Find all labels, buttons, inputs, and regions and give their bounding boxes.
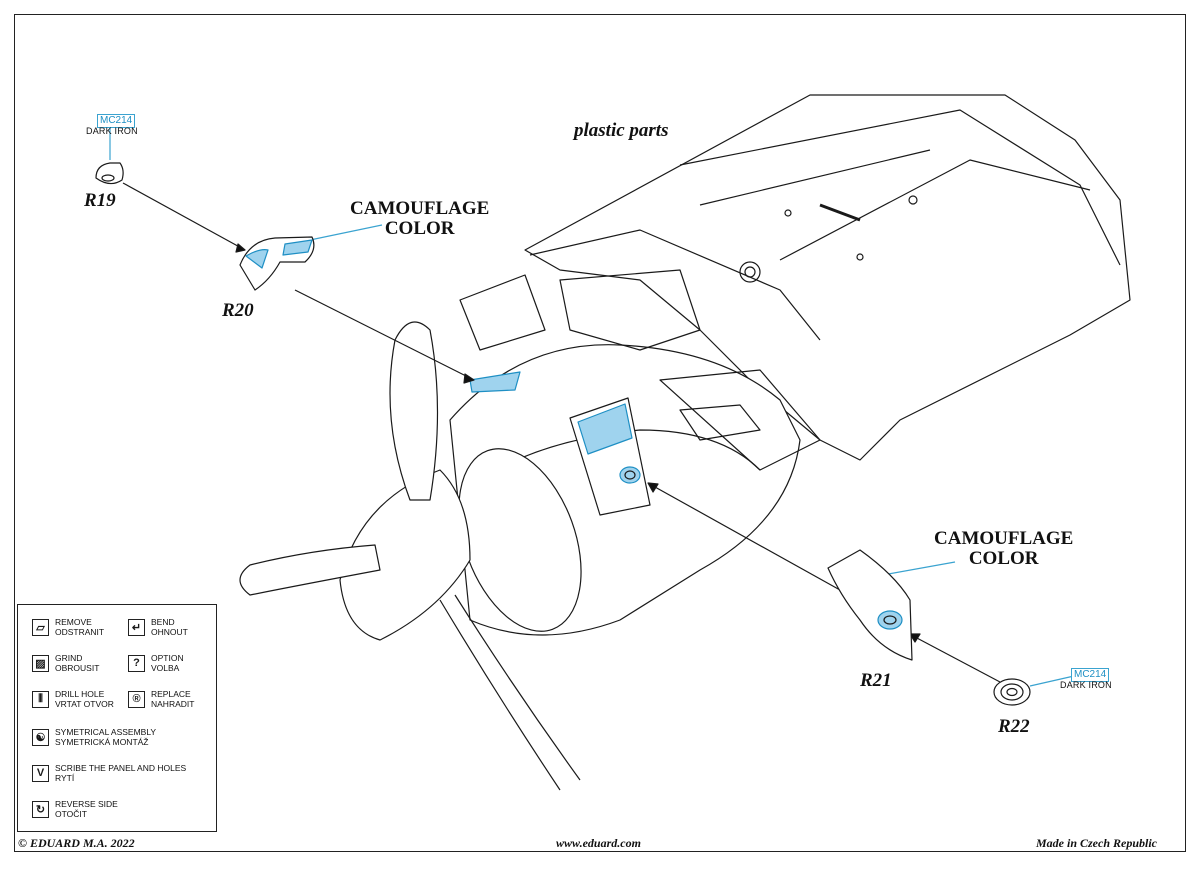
reverse-side-icon: ↻ (32, 800, 49, 818)
legend-label: OPTION (151, 653, 184, 663)
legend-label: VRTAT OTVOR (55, 699, 114, 709)
scribe-icon: V (32, 764, 49, 782)
grind-icon: ▨ (32, 654, 49, 672)
origin-text: Made in Czech Republic (1036, 836, 1158, 850)
paint-code-box: MC214 (1071, 668, 1110, 682)
sheet-frame (14, 14, 1186, 852)
paint-code-box: MC214 (97, 114, 136, 128)
legend-label: BEND (151, 617, 175, 627)
part-label-r19: R19 (84, 190, 116, 211)
website-text: www.eduard.com (556, 836, 641, 850)
wing-surface (524, 94, 1131, 461)
part-label-r20: R20 (222, 300, 254, 321)
legend-label: REVERSE SIDE (55, 799, 118, 809)
prop-blade-top (389, 321, 439, 501)
part-r21 (827, 549, 913, 661)
legend-label: OHNOUT (151, 627, 188, 637)
legend-label: OTOČIT (55, 809, 87, 819)
camouflage-label-line2: COLOR (968, 548, 1039, 569)
prop-blade-left (239, 544, 381, 596)
drill-hole-icon: ⫴ (32, 690, 49, 708)
part-r19 (95, 162, 124, 185)
option-icon: ? (128, 654, 145, 672)
plastic-parts-label: plastic parts (574, 120, 669, 141)
replace-icon: ® (128, 690, 145, 708)
part-label-r22: R22 (998, 716, 1030, 737)
legend-label: REMOVE (55, 617, 92, 627)
paint-name: DARK IRON (1060, 680, 1112, 690)
legend-label: DRILL HOLE (55, 689, 105, 699)
legend-label: OBROUSIT (55, 663, 100, 673)
legend-label: VOLBA (151, 663, 180, 673)
paint-name: DARK IRON (86, 126, 138, 136)
copyright-text: © EDUARD M.A. 2022 (18, 836, 135, 850)
camouflage-label-line1: CAMOUFLAGE (934, 528, 1074, 549)
prop-blade-bottom (439, 599, 561, 791)
camouflage-color-label-2: CAMOUFLAGE COLOR (934, 529, 1073, 569)
remove-icon: ▱ (32, 618, 49, 636)
camouflage-label-line1: CAMOUFLAGE (350, 198, 490, 219)
legend-label: SYMETRICAL ASSEMBLY (55, 727, 157, 737)
camouflage-label-line2: COLOR (384, 218, 455, 239)
camouflage-color-label-1: CAMOUFLAGE COLOR (350, 199, 489, 239)
legend-label: NAHRADIT (151, 699, 195, 709)
legend-label: REPLACE (151, 689, 191, 699)
symmetrical-icon: ☯ (32, 728, 49, 746)
spinner (339, 469, 471, 641)
part-label-r21: R21 (860, 670, 892, 691)
bend-icon: ↵ (128, 618, 145, 636)
legend-label: ODSTRANIT (55, 627, 105, 637)
legend-label: RYTÍ (55, 773, 75, 783)
legend-label: SCRIBE THE PANEL AND HOLES (55, 763, 187, 773)
part-r22 (993, 678, 1031, 706)
legend-label: SYMETRICKÁ MONTÁŽ (55, 737, 149, 747)
legend-label: GRIND (55, 653, 83, 663)
